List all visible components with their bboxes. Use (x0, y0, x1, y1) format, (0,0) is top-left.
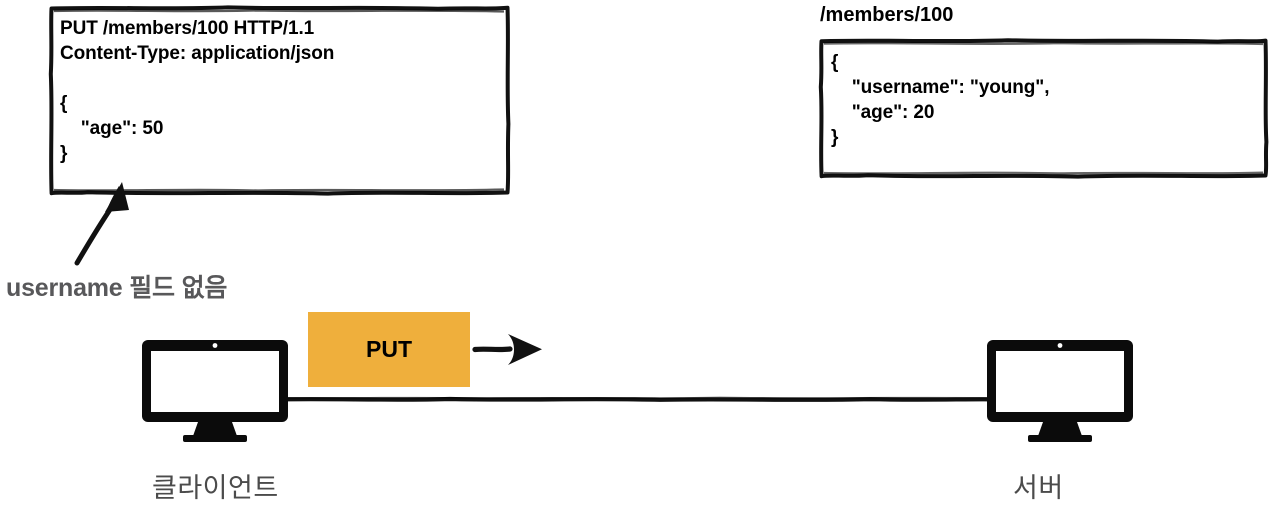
resource-path-label: /members/100 (820, 4, 954, 26)
arrow-right-icon (472, 334, 542, 365)
client-node-label: 클라이언트 (152, 473, 279, 503)
server-node-label: 서버 (1013, 473, 1064, 503)
desktop-monitor-icon (987, 340, 1133, 442)
connection-line-icon (270, 396, 1010, 402)
put-method-chip[interactable]: PUT (308, 312, 470, 387)
annotation-label: username 필드 없음 (6, 274, 228, 302)
stored-resource-box: { "username": "young", "age": 20 } (818, 37, 1269, 179)
stored-resource-text: { "username": "young", "age": 20 } (831, 52, 1050, 148)
desktop-monitor-icon (142, 340, 288, 442)
arrow-up-right-icon (74, 182, 129, 266)
put-method-label: PUT (366, 336, 412, 362)
http-request-text: PUT /members/100 HTTP/1.1 Content-Type: … (60, 18, 335, 164)
